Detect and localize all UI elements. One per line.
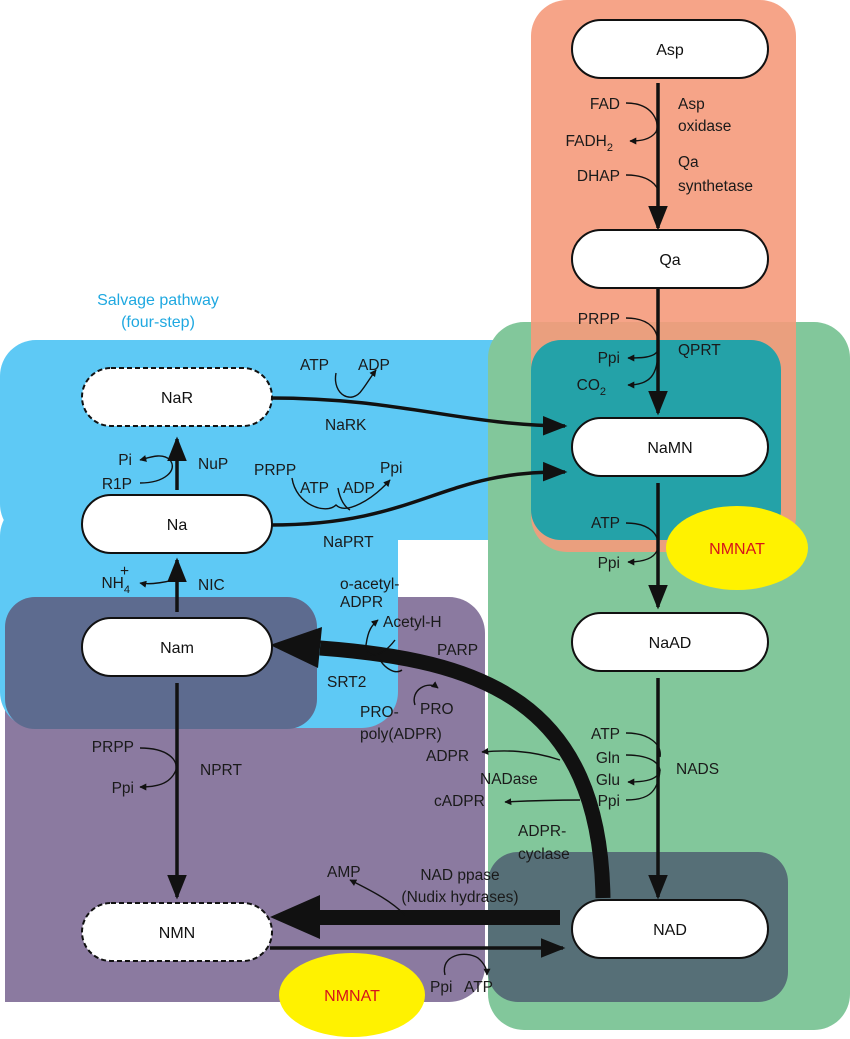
label-pro-poly-2: poly(ADPR) <box>360 726 442 743</box>
node-nam[interactable]: Nam <box>81 617 273 677</box>
label-prpp-naprt: PRPP <box>254 462 296 479</box>
node-namn[interactable]: NaMN <box>571 417 769 477</box>
label-amp: AMP <box>327 864 361 881</box>
label-gln: Gln <box>596 750 620 767</box>
label-fad: FAD <box>590 96 620 113</box>
label-ppi-nprt: Ppi <box>112 780 134 797</box>
label-nprt: NPRT <box>200 762 242 779</box>
label-acetyl-h: Acetyl-H <box>383 614 442 631</box>
node-naad-label: NaAD <box>649 635 692 652</box>
label-nup: NuP <box>198 456 228 473</box>
label-qa-synthetase-1: Qa <box>678 154 699 171</box>
label-prpp-qprt: PRPP <box>578 311 620 328</box>
label-atp-nads: ATP <box>591 726 620 743</box>
label-prpp-nprt: PRPP <box>92 739 134 756</box>
label-glu: Glu <box>596 772 620 789</box>
node-naad[interactable]: NaAD <box>571 612 769 672</box>
node-na-label: Na <box>167 517 188 534</box>
label-nark: NaRK <box>325 417 367 434</box>
label-ppi-qprt: Ppi <box>598 350 620 367</box>
label-ppi-nads: Ppi <box>598 793 620 810</box>
label-ppi-nmnat: Ppi <box>598 555 620 572</box>
node-nmn[interactable]: NMN <box>81 902 273 962</box>
label-asp-oxidase-2: oxidase <box>678 118 731 135</box>
label-asp-oxidase-1: Asp <box>678 96 705 113</box>
label-cadpr: cADPR <box>434 793 485 810</box>
node-nar-label: NaR <box>161 390 193 407</box>
label-atp-nmnat: ATP <box>591 515 620 532</box>
label-ppi-naprt: Ppi <box>380 460 402 477</box>
label-qprt: QPRT <box>678 342 721 359</box>
label-adp-naprt: ADP <box>343 480 375 497</box>
label-adpr: ADPR <box>426 748 469 765</box>
label-co2: CO2 <box>577 377 606 398</box>
label-r1p: R1P <box>102 476 132 493</box>
label-nic: NIC <box>198 577 225 594</box>
nodes: Asp Qa NaMN NaAD NAD NaR Na Nam <box>81 19 769 962</box>
node-na[interactable]: Na <box>81 494 273 554</box>
label-pro: PRO <box>420 701 454 718</box>
node-nad[interactable]: NAD <box>571 899 769 959</box>
node-qa-label: Qa <box>659 252 680 269</box>
label-ppi-bottom: Ppi <box>430 979 452 996</box>
node-nad-label: NAD <box>653 922 687 939</box>
label-oacetyl-2: ADPR <box>340 594 383 611</box>
salvage-title-line2: (four-step) <box>121 314 195 331</box>
node-asp-label: Asp <box>656 42 684 59</box>
parp-thick-arrow <box>319 640 611 899</box>
node-nmn-label: NMN <box>159 925 195 942</box>
label-atp-bottom: ATP <box>464 979 493 996</box>
label-pi: Pi <box>118 452 132 469</box>
label-nads: NADS <box>676 761 719 778</box>
label-dhap: DHAP <box>577 168 620 185</box>
label-nad-ppase-1: NAD ppase <box>420 867 499 884</box>
nmnat-upper-label: NMNAT <box>709 541 765 558</box>
label-naprt: NaPRT <box>323 534 374 551</box>
node-nar[interactable]: NaR <box>81 367 273 427</box>
label-oacetyl-1: o-acetyl- <box>340 576 399 593</box>
label-srt2: SRT2 <box>327 674 366 691</box>
label-pro-poly-1: PRO- <box>360 704 399 721</box>
label-atp-naprt: ATP <box>300 480 329 497</box>
node-qa[interactable]: Qa <box>571 229 769 289</box>
salvage-title-line1: Salvage pathway <box>97 292 219 309</box>
nad-ppase-thick-shaft <box>315 910 560 925</box>
label-nad-ppase-2: (Nudix hydrases) <box>401 889 518 906</box>
nad-ppase-arrow-head <box>270 895 320 939</box>
label-adp-nark: ADP <box>358 357 390 374</box>
label-fadh2: FADH2 <box>566 133 613 154</box>
parp-arrow-head <box>270 627 322 668</box>
label-qa-synthetase-2: synthetase <box>678 178 753 195</box>
nmnat-lower-label: NMNAT <box>324 988 380 1005</box>
label-atp-nark: ATP <box>300 357 329 374</box>
label-parp: PARP <box>437 642 478 659</box>
side-arrows <box>139 102 661 976</box>
label-adpr-cyclase-1: ADPR- <box>518 823 566 840</box>
main-arrows <box>167 83 668 958</box>
labels: FAD FADH2 Asp oxidase DHAP Qa synthetase… <box>92 96 753 996</box>
nmnat-lower: NMNAT <box>279 953 425 1037</box>
node-nam-label: Nam <box>160 640 194 657</box>
nmnat-upper: NMNAT <box>666 506 808 590</box>
label-adpr-cyclase-2: cyclase <box>518 846 570 863</box>
label-nh4: NH4 <box>101 575 130 596</box>
label-nh4-charge: + <box>120 563 129 580</box>
node-namn-label: NaMN <box>647 440 692 457</box>
label-nadase: NADase <box>480 771 538 788</box>
node-asp[interactable]: Asp <box>571 19 769 79</box>
